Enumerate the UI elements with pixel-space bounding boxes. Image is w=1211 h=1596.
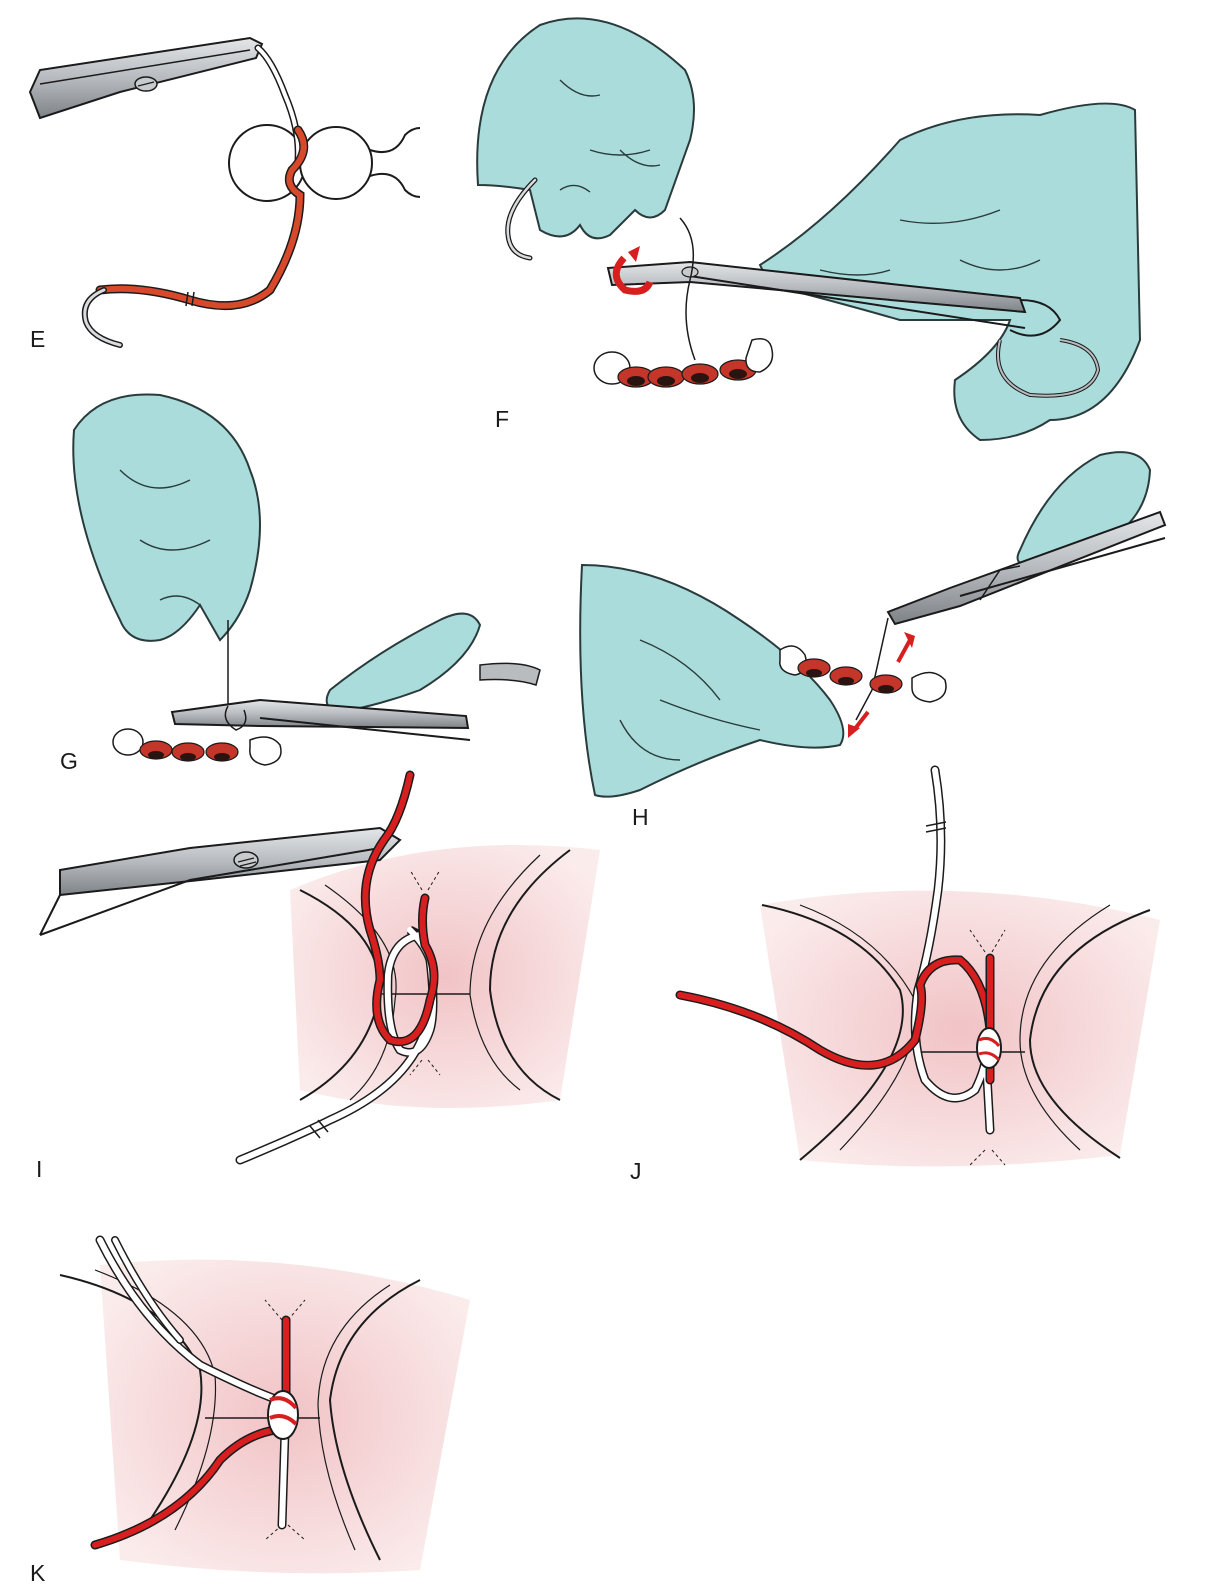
panel-j-illustration — [675, 765, 1160, 1167]
panel-label-k: K — [30, 1560, 46, 1586]
dental-arch-g — [112, 728, 282, 766]
tissue-j — [760, 890, 1160, 1167]
left-gloved-hand-h — [579, 563, 845, 798]
left-gloved-hand-g — [72, 393, 261, 642]
rotation-arrow-f — [612, 255, 654, 295]
needle-holder-g — [170, 698, 471, 741]
panel-label-g: G — [60, 748, 78, 774]
dental-arch-f — [593, 338, 774, 388]
needle-holder-h — [886, 510, 1167, 626]
panel-label-f: F — [495, 406, 510, 432]
panel-label-h: H — [632, 804, 649, 830]
tissue-i — [290, 845, 600, 1108]
needle-holder-f — [606, 260, 1101, 398]
panel-f-illustration — [476, 17, 1142, 442]
left-gloved-hand-f — [476, 17, 695, 240]
needle-holder-e — [28, 36, 264, 120]
tension-arrow-up-h — [896, 639, 912, 663]
panel-label-i: I — [36, 1156, 43, 1182]
panel-e-illustration — [28, 36, 421, 348]
right-finger-g — [325, 612, 482, 714]
panel-label-j: J — [630, 1158, 642, 1184]
panel-i-illustration — [39, 770, 600, 1165]
panel-k-illustration — [59, 1235, 470, 1574]
dental-arch-h — [779, 645, 947, 703]
panel-g-illustration — [72, 393, 541, 766]
needle-holder-i — [39, 826, 402, 936]
wound-loops-e — [228, 124, 421, 202]
panel-label-e: E — [30, 326, 46, 352]
panel-h-illustration — [579, 451, 1167, 798]
knot-j — [976, 1027, 1002, 1069]
